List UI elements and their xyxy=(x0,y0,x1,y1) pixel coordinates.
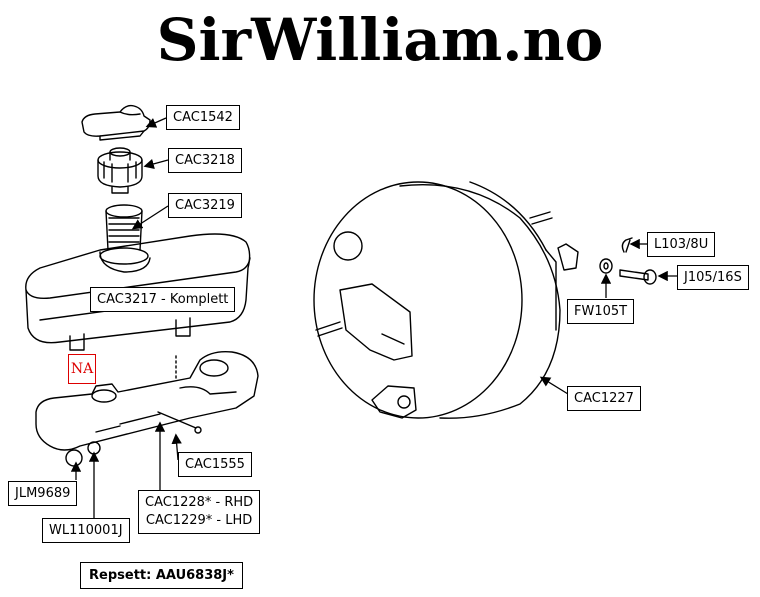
repair-kit-label: Repsett: AAU6838J* xyxy=(80,562,243,589)
label-cac3217: CAC3217 - Komplett xyxy=(90,287,236,312)
na-marker: NA xyxy=(68,354,96,384)
label-wl110001j: WL110001J xyxy=(42,518,130,543)
brake-servo-illustration xyxy=(313,181,579,419)
leader-cac1227 xyxy=(539,376,569,395)
label-jlm9689: JLM9689 xyxy=(8,481,78,506)
filter-illustration xyxy=(105,204,143,251)
label-cac3218: CAC3218 xyxy=(168,148,242,173)
leader-cac1555 xyxy=(171,433,182,461)
label-l103-8u: L103/8U xyxy=(647,232,716,257)
leader-cac3218 xyxy=(143,158,169,169)
label-fw105t: FW105T xyxy=(567,299,635,324)
label-cac1229: CAC1229* - LHD xyxy=(145,513,253,528)
clevis-pin-illustration xyxy=(619,269,657,285)
filler-cap-illustration xyxy=(97,147,143,194)
leader-cac1542 xyxy=(145,117,167,128)
leader-cac3219 xyxy=(131,205,169,230)
label-cac1228: CAC1228* - RHD xyxy=(145,495,254,510)
label-cac1542: CAC1542 xyxy=(166,105,240,130)
reservoir-cap-illustration xyxy=(81,104,151,141)
label-j105-16s: J105/16S xyxy=(677,265,749,290)
master-cylinder-illustration xyxy=(35,350,259,467)
label-cac3219: CAC3219 xyxy=(168,193,242,218)
label-cac1227: CAC1227 xyxy=(567,386,641,411)
site-title: SirWilliam.no xyxy=(156,6,604,74)
split-pin-illustration xyxy=(621,237,633,253)
washer-illustration xyxy=(599,258,613,274)
label-cac1228-cac1229: CAC1228* - RHD CAC1229* - LHD xyxy=(138,490,261,534)
label-cac1555: CAC1555 xyxy=(178,452,252,477)
